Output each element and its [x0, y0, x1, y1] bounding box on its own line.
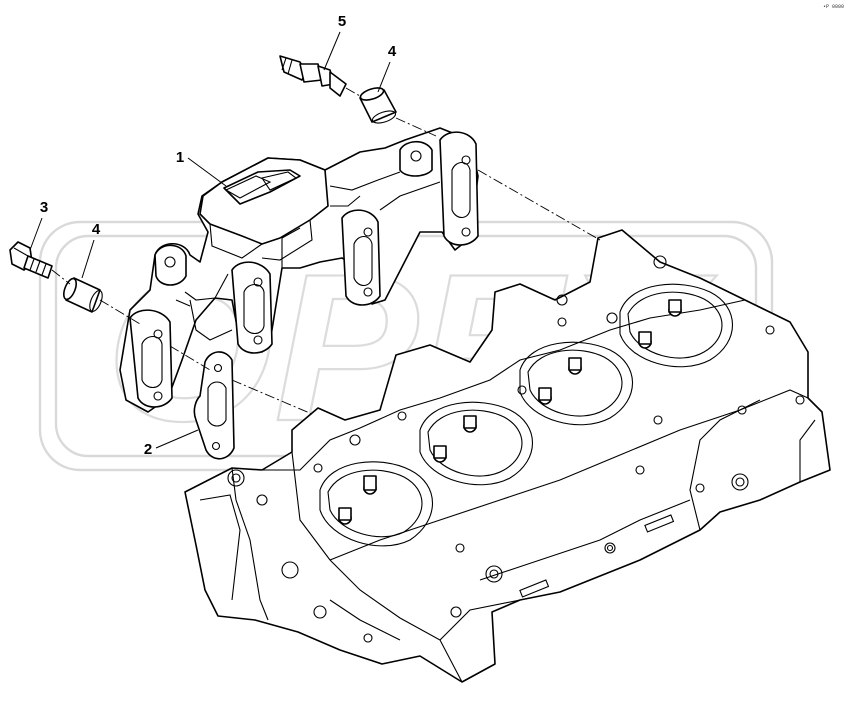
callout-3: 3 [29, 199, 48, 251]
spacer-sleeve [359, 87, 397, 124]
spacer-sleeve [62, 277, 103, 313]
bolt [9, 241, 53, 279]
drawing-code: •P 0000 [822, 4, 844, 10]
callout-5: 5 [323, 13, 346, 71]
callout-4-left: 4 [81, 221, 101, 279]
callout-1: 1 [176, 149, 227, 187]
callout-label: 1 [176, 149, 184, 166]
stud-bolt [279, 55, 347, 97]
exhaust-manifold [119, 127, 479, 413]
manifold-gasket [193, 351, 235, 460]
callout-label: 4 [92, 221, 101, 238]
callout-label: 3 [40, 199, 48, 216]
cylinder-head [184, 229, 831, 683]
assembly-centerlines [51, 87, 601, 415]
callout-4-top: 4 [377, 43, 397, 93]
callout-label: 5 [338, 13, 346, 30]
callout-label: 2 [144, 441, 152, 458]
callout-2: 2 [144, 429, 199, 458]
callout-label: 4 [388, 43, 397, 60]
